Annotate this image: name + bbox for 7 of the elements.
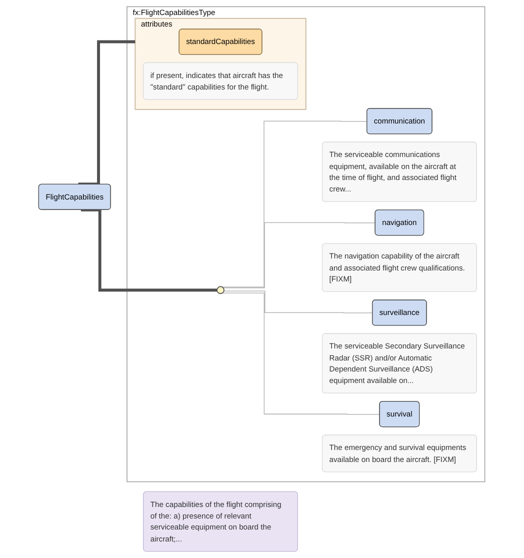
connector (223, 222, 376, 288)
connector (224, 290, 374, 314)
node-circle (216, 286, 225, 294)
connector (222, 292, 380, 415)
connector (78, 40, 136, 186)
connector (81, 208, 218, 292)
connector (222, 120, 368, 288)
